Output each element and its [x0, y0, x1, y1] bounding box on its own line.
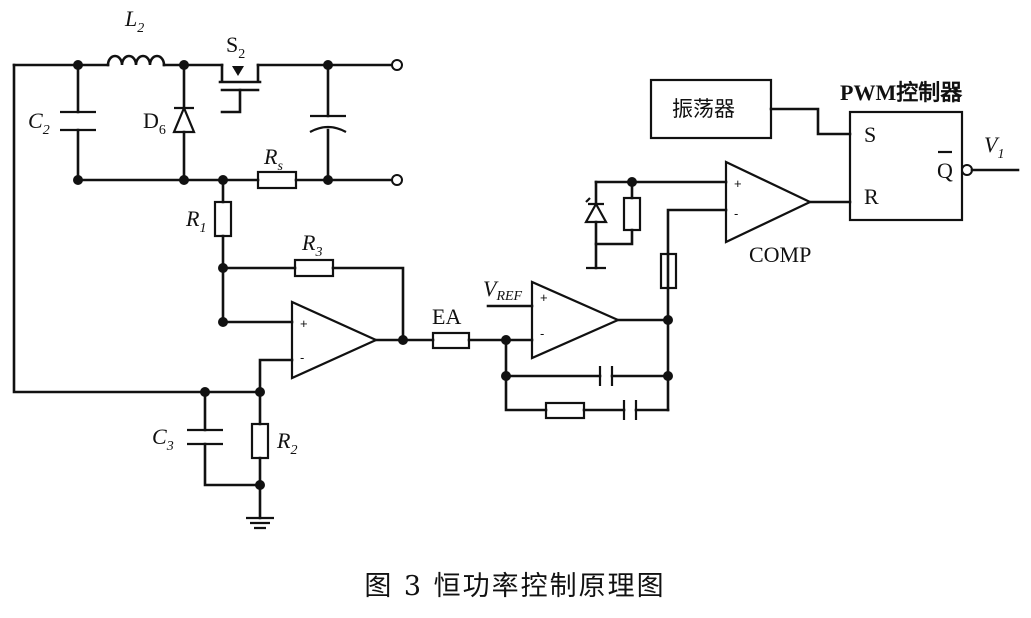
label-r-pin: R: [864, 184, 879, 209]
resistor-r1: [213, 200, 233, 238]
pwm-block: [649, 78, 1020, 222]
power-stage: [12, 54, 403, 394]
label-oscillator: 振荡器: [672, 97, 735, 121]
comparator-opamp: [724, 160, 813, 244]
label-c3: C3: [152, 424, 174, 454]
label-comp: COMP: [749, 242, 811, 267]
capacitor-c2: [60, 110, 96, 132]
ground-symbol: [246, 516, 274, 530]
figure-caption: 图 3 恒功率控制原理图: [364, 571, 665, 602]
label-s-pin: S: [864, 122, 876, 147]
label-c2: C2: [28, 108, 50, 138]
comparator-stage: [584, 160, 852, 290]
label-d6: D6: [143, 108, 166, 138]
resistor-ea-input: [431, 331, 471, 350]
output-terminal-top: [391, 59, 403, 71]
label-sense-plus: +: [300, 316, 308, 331]
label-pwm-controller: PWM控制器: [840, 80, 963, 105]
label-ea-minus: -: [540, 326, 544, 341]
pwm-controller-box: [848, 110, 964, 222]
label-r2: R2: [276, 428, 297, 458]
label-s2: S2: [226, 32, 245, 62]
error-opamp: [530, 280, 621, 360]
sense-amplifier-stage: [187, 178, 435, 530]
label-comp-minus: -: [734, 206, 738, 221]
resistor-rs: [256, 170, 298, 190]
label-sense-minus: -: [300, 350, 304, 365]
label-l2: L2: [124, 6, 144, 36]
label-v1: V1: [984, 132, 1004, 162]
label-ea: EA: [432, 304, 461, 329]
resistor-r3: [293, 258, 335, 278]
sense-opamp: [290, 300, 379, 380]
diode-d6: [172, 105, 196, 134]
label-r3: R3: [301, 230, 322, 260]
output-terminal-bottom: [391, 174, 403, 186]
mosfet-s2: [218, 63, 262, 114]
labels: L2 S2 C2 D6 Rs R1 R3 R2 C3 EA VREF COMP …: [28, 6, 1004, 458]
resistor-zener: [622, 196, 642, 232]
zener-diode: [584, 201, 608, 224]
inductor-l2: [106, 54, 166, 67]
label-rs: Rs: [263, 144, 283, 174]
resistor-r2: [250, 422, 270, 460]
label-ea-plus: +: [540, 290, 548, 305]
output-capacitor: [309, 125, 347, 133]
resistor-compensation: [544, 401, 586, 420]
label-qbar-pin: Q: [937, 158, 953, 183]
label-vref: VREF: [483, 276, 523, 304]
label-comp-plus: +: [734, 176, 742, 191]
error-amplifier-stage: [431, 252, 673, 420]
label-r1: R1: [185, 206, 206, 236]
capacitor-c3: [187, 428, 223, 446]
